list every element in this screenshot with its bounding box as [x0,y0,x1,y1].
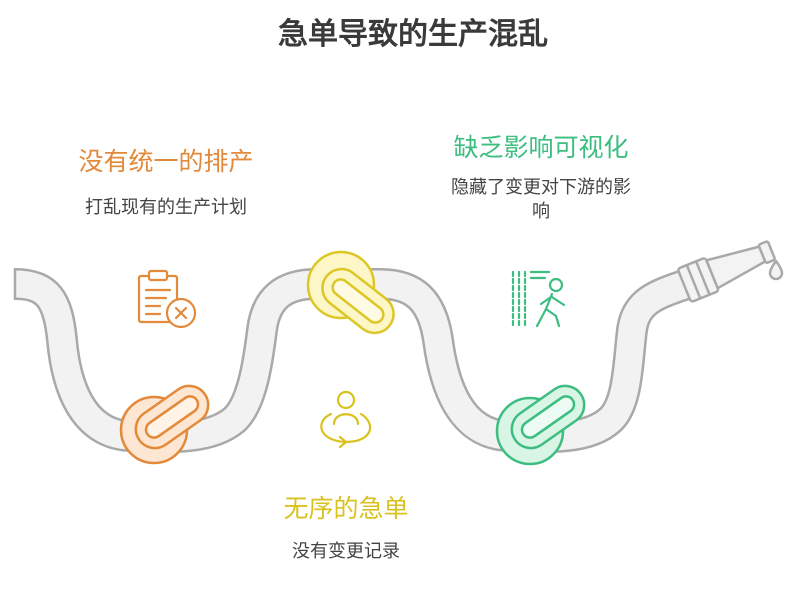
item-description-impact-visibility: 隐藏了变更对下游的影响 [445,176,637,224]
person-cycle-icon [321,392,370,447]
clipboard-x-icon [139,271,195,327]
item-heading-impact-visibility: 缺乏影响可视化 [421,133,661,163]
item-description-disordered-orders: 没有变更记录 [246,540,446,564]
page-title: 急单导致的生产混乱 [213,15,613,55]
item-description-unified-scheduling: 打乱现有的生产计划 [56,196,276,220]
hose-nozzle-icon [678,234,779,303]
water-drop-icon [770,261,782,279]
walking-person-icon [513,272,564,326]
item-heading-disordered-orders: 无序的急单 [226,494,466,524]
item-heading-unified-scheduling: 没有统一的排产 [46,147,286,177]
